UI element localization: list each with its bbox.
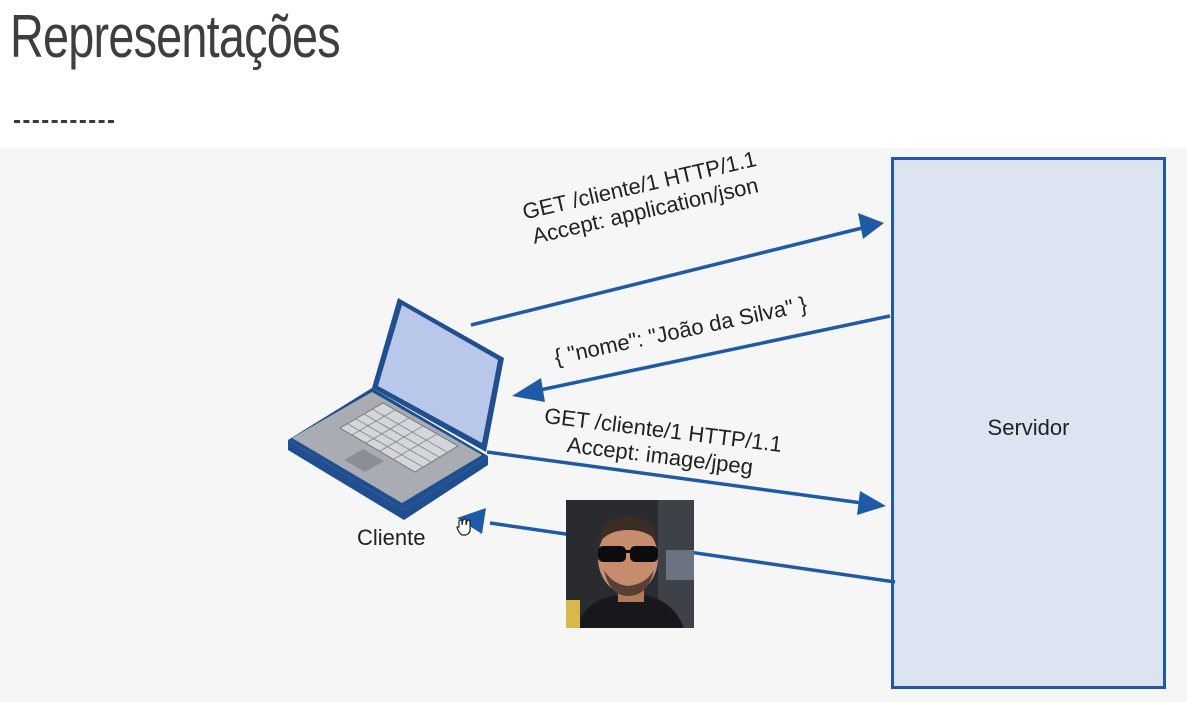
person-photo <box>566 500 694 628</box>
hand-cursor-icon <box>456 518 471 536</box>
client-label: Cliente <box>357 525 426 550</box>
arrow-response-json <box>539 314 891 392</box>
slide-title: Representações <box>10 3 341 70</box>
laptop-icon <box>288 298 504 520</box>
server-box: Servidor <box>891 157 1166 689</box>
arrow-request-json <box>470 226 863 327</box>
arrowhead-request-jpeg <box>857 491 886 515</box>
arrowhead-request-json <box>858 213 884 239</box>
server-label: Servidor <box>987 415 1070 440</box>
title-rule <box>14 120 114 123</box>
arrowhead-response-jpeg <box>457 508 486 534</box>
arrow-request-jpeg <box>486 450 863 505</box>
arrowhead-response-json <box>512 378 545 402</box>
